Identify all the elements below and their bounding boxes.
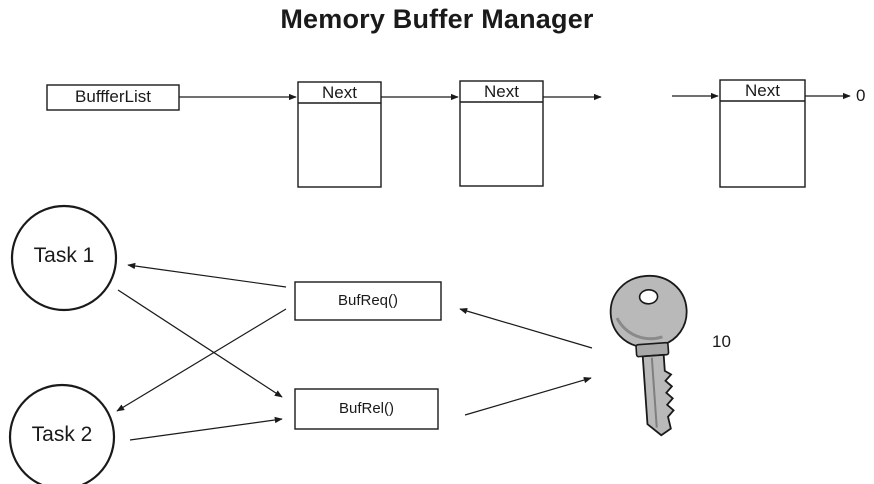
node-2-next-label: Next — [484, 82, 519, 101]
task-1-circle — [10, 204, 118, 312]
key-icon — [609, 275, 688, 437]
buffer-list-label: BuffferList — [75, 87, 151, 106]
bufreq-box — [294, 281, 442, 321]
task-2-circle — [8, 383, 116, 484]
arrow-task-2-to-bufrel — [129, 416, 283, 441]
node-1-next-label: Next — [322, 83, 357, 102]
buffer-node-1 — [297, 81, 382, 188]
task-2-label: Task 2 — [31, 423, 93, 446]
list-terminator-label: 0 — [856, 86, 866, 105]
task-1-label: Task 1 — [33, 244, 95, 267]
bufrel-label: BufRel() — [338, 400, 394, 417]
bufrel-box — [294, 388, 439, 430]
arrow-key-to-bufreq — [459, 307, 593, 349]
buffer-node-3 — [719, 79, 806, 188]
buffer-list-box — [46, 84, 180, 111]
buffer-node-2 — [459, 80, 544, 187]
diagram-title: Memory Buffer Manager — [280, 4, 594, 34]
arrow-task-1-to-bufrel — [117, 289, 283, 398]
arrow-bufrel-to-key — [464, 376, 592, 416]
semaphore-count-label: 10 — [712, 332, 731, 351]
arrow-bufreq-to-task-1 — [127, 262, 287, 288]
bufreq-label: BufReq() — [337, 292, 399, 309]
node-3-next-label: Next — [745, 81, 780, 100]
arrow-bufreq-to-task-2 — [116, 308, 287, 412]
